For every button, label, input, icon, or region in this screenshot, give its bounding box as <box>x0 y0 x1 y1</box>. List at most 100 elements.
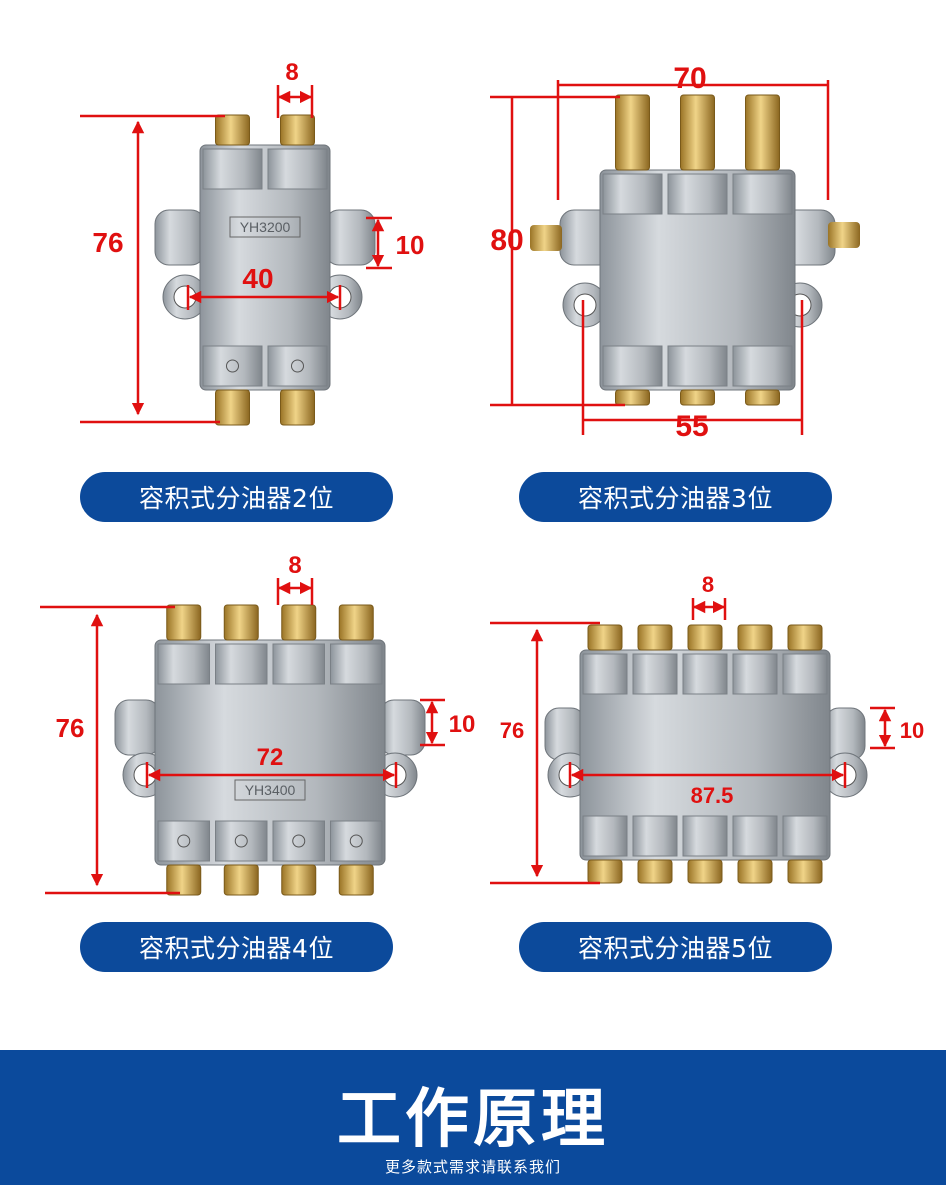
port-head-top <box>215 643 268 685</box>
mounting-hole <box>573 293 597 317</box>
port-head-top <box>782 653 828 695</box>
port-head-bottom <box>602 345 663 387</box>
product-label-3-port: 容积式分油器3位 <box>519 472 832 522</box>
brass-fitting-bottom <box>745 389 780 406</box>
port-head-bottom <box>732 815 778 857</box>
brass-fitting-bottom <box>615 389 650 406</box>
banner-subtitle[interactable]: 更多款式需求请联系我们 <box>384 1158 561 1176</box>
port-head-top <box>202 148 263 190</box>
dim-side-port-4: 10 <box>449 711 476 738</box>
brass-fitting-top <box>787 624 823 651</box>
port-head-top <box>272 643 325 685</box>
brass-fitting-top <box>280 114 315 146</box>
dim-mount-hole-5: 87.5 <box>691 783 734 808</box>
brass-fitting-bottom <box>338 864 374 896</box>
dim-height-5: 76 <box>500 718 524 743</box>
brass-fitting-bottom <box>680 389 715 406</box>
brass-fitting-bottom <box>281 864 317 896</box>
product-label-4-port: 容积式分油器4位 <box>80 922 393 972</box>
port-head-bottom <box>682 815 728 857</box>
brass-fitting-bottom <box>687 859 723 884</box>
port-head-top <box>602 173 663 215</box>
side-boss-left <box>114 699 161 756</box>
port-head-top <box>667 173 728 215</box>
brass-fitting-top <box>745 94 780 171</box>
dim-height-3: 80 <box>490 224 523 257</box>
port-number-mark <box>177 834 191 848</box>
distributor-body <box>154 639 386 866</box>
port-head-top <box>267 148 328 190</box>
brass-fitting-top <box>687 624 723 651</box>
port-head-bottom <box>632 815 678 857</box>
dim-port-pitch-4: 8 <box>288 552 301 579</box>
dim-width-3: 70 <box>673 62 706 95</box>
dim-mount-hole-3: 55 <box>675 410 708 443</box>
port-head-bottom <box>330 820 383 862</box>
port-head-top <box>330 643 383 685</box>
brass-fitting-top <box>166 604 202 641</box>
port-head-top <box>632 653 678 695</box>
working-principle-banner: 工作原理 更多款式需求请联系我们 <box>0 1050 946 1185</box>
brass-fitting-top <box>587 624 623 651</box>
port-number-mark <box>226 359 239 373</box>
dim-side-port-2: 10 <box>396 230 425 260</box>
brass-fitting-bottom <box>223 864 259 896</box>
port-head-bottom <box>732 345 793 387</box>
distributor-body <box>199 144 331 391</box>
brass-fitting-top <box>215 114 250 146</box>
distributor-4-port <box>114 604 426 896</box>
side-boss-right <box>379 699 426 756</box>
port-head-bottom <box>582 815 628 857</box>
dim-port-pitch-2: 8 <box>285 59 298 86</box>
brass-fitting-bottom <box>787 859 823 884</box>
model-mark-2-port: YH3200 <box>240 219 291 235</box>
side-boss-left <box>154 209 206 266</box>
port-head-top <box>682 653 728 695</box>
port-head-bottom <box>157 820 210 862</box>
port-head-bottom <box>667 345 728 387</box>
dim-height-2: 76 <box>92 227 123 258</box>
dim-mount-hole-4: 72 <box>257 744 284 771</box>
brass-fitting-bottom <box>166 864 202 896</box>
port-head-top <box>157 643 210 685</box>
port-head-top <box>732 653 778 695</box>
port-number-mark <box>292 834 306 848</box>
port-head-top <box>582 653 628 695</box>
dim-height-4: 76 <box>56 713 85 743</box>
distributor-2-port <box>154 114 376 426</box>
brass-fitting-bottom <box>737 859 773 884</box>
port-number-mark <box>234 834 248 848</box>
model-mark-4-port: YH3400 <box>245 782 296 798</box>
port-number-mark <box>291 359 304 373</box>
distributor-3-port <box>530 94 860 406</box>
port-head-bottom <box>202 345 263 387</box>
brass-fitting-top <box>615 94 650 171</box>
brass-fitting-bottom <box>280 389 315 426</box>
brass-fitting-bottom <box>587 859 623 884</box>
port-head-bottom <box>267 345 328 387</box>
port-head-bottom <box>782 815 828 857</box>
port-head-bottom <box>215 820 268 862</box>
side-boss-right <box>824 707 866 761</box>
brass-fitting-top <box>223 604 259 641</box>
brass-fitting-top <box>338 604 374 641</box>
product-label-5-port: 容积式分油器5位 <box>519 922 832 972</box>
dim-side-port-5: 10 <box>900 718 924 743</box>
product-label-2-port: 容积式分油器2位 <box>80 472 393 522</box>
side-fitting-right <box>828 222 860 248</box>
brass-fitting-bottom <box>637 859 673 884</box>
brass-fitting-top <box>737 624 773 651</box>
port-head-bottom <box>272 820 325 862</box>
port-number-mark <box>349 834 363 848</box>
brass-fitting-top <box>637 624 673 651</box>
side-boss-left <box>544 707 586 761</box>
brass-fitting-top <box>281 604 317 641</box>
brass-fitting-top <box>680 94 715 171</box>
model-mark-plate <box>229 216 301 238</box>
banner-title: 工作原理 <box>337 1083 609 1157</box>
brass-fitting-bottom <box>215 389 250 426</box>
dim-mount-hole-2: 40 <box>242 263 273 294</box>
port-head-top <box>732 173 793 215</box>
dim-port-pitch-5: 8 <box>702 572 714 597</box>
